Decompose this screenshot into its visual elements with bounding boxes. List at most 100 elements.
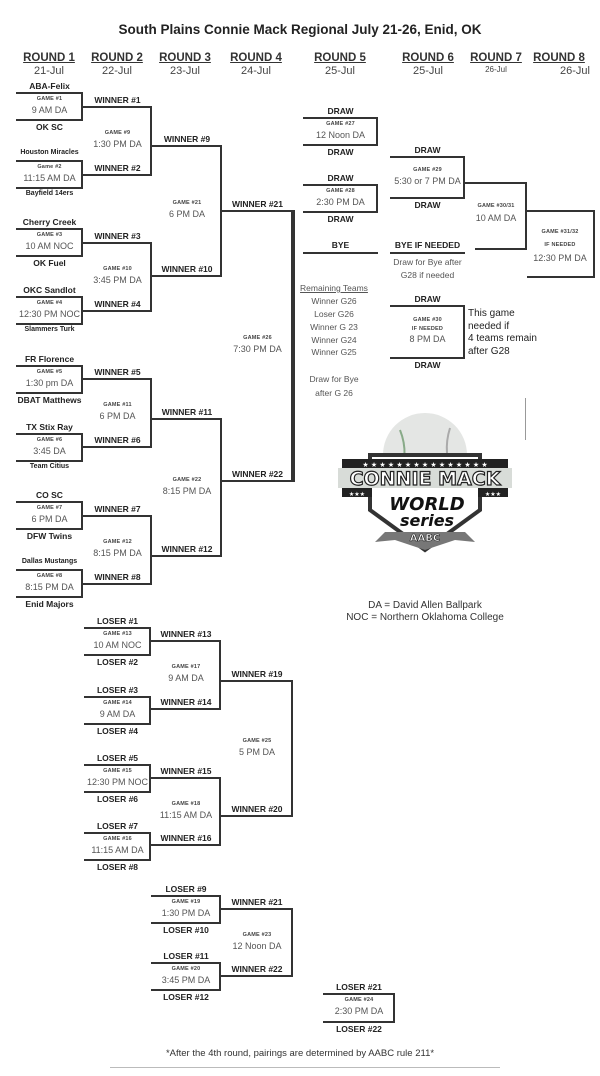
game-time: 1:30 pm DA — [25, 377, 74, 388]
game-number: GAME #25 — [242, 737, 272, 744]
matchup-bottom-line — [303, 211, 378, 213]
team-slot-top: LOSER #11 — [163, 951, 209, 961]
bye-note: Draw for Bye after — [393, 257, 462, 267]
round-name: ROUND 4 — [230, 52, 282, 64]
matchup-top-line — [390, 156, 465, 158]
divider — [525, 398, 526, 440]
game-time: 12:30 PM NOC — [18, 308, 81, 319]
matchup-top-line — [83, 515, 152, 517]
matchup-connector — [219, 962, 221, 991]
star-strip — [342, 459, 508, 468]
matchup-bottom-line — [84, 723, 151, 725]
team-slot-top: LOSER #3 — [96, 685, 139, 695]
matchup-bottom-line — [83, 446, 152, 448]
team-slot-top: WINNER #1 — [94, 95, 141, 105]
stars-icon: ★★★ — [485, 491, 501, 498]
game-number: GAME #17 — [171, 664, 201, 670]
team-slot-top: WINNER #5 — [94, 367, 141, 377]
matchup-bottom-line — [221, 975, 293, 977]
matchup-top-line — [16, 365, 83, 367]
team-slot-top: OKC Sandlot — [23, 285, 76, 295]
team-slot-top: Houston Miracles — [20, 149, 79, 156]
round-name: ROUND 3 — [159, 52, 211, 64]
bracket-line — [525, 182, 527, 250]
round-date: 21-Jul — [34, 65, 64, 77]
round-name: ROUND 1 — [23, 52, 75, 64]
team-slot-bottom: LOSER #10 — [163, 925, 209, 935]
game-number: GAME #26 — [243, 335, 272, 341]
note-line: 4 teams remain — [468, 333, 537, 344]
game-time: 10 AM NOC — [25, 240, 74, 251]
game-time: 12:30 PM DA — [533, 253, 587, 263]
bracket-line — [293, 210, 295, 482]
team-slot-bottom: WINNER #12 — [161, 544, 213, 554]
legend-da: DA = David Allen Ballpark — [368, 600, 482, 611]
team-slot-top: WINNER #7 — [94, 504, 141, 514]
game-time: 6 PM DA — [31, 513, 68, 524]
matchup-bottom-line — [390, 357, 465, 359]
game-time: 3:45 PM DA — [93, 275, 142, 285]
matchup-connector — [463, 156, 465, 199]
team-slot-top: WINNER #21 — [231, 897, 283, 907]
matchup-connector — [81, 92, 83, 121]
round-name: ROUND 7 — [470, 52, 522, 64]
game-number: GAME #10 — [103, 266, 132, 272]
team-slot-bottom: Bayfield 14ers — [25, 190, 74, 197]
team-slot-top: WINNER #3 — [94, 231, 141, 241]
team-slot-bottom: WINNER #22 — [231, 964, 283, 974]
game-time: 9 AM DA — [168, 673, 204, 683]
team-slot-bottom: WINNER #2 — [94, 163, 141, 173]
matchup-bottom-line — [16, 596, 83, 598]
matchup-connector — [291, 680, 293, 817]
team-slot-top: LOSER #9 — [165, 884, 207, 894]
footer-note: *After the 4th round, pairings are deter… — [165, 1048, 435, 1059]
game-number: GAME #12 — [103, 539, 132, 545]
game-time: 3:45 PM DA — [161, 974, 211, 985]
matchup-top-line — [151, 777, 221, 779]
game-time: 8 PM DA — [409, 334, 446, 344]
game-time: 9 AM DA — [31, 104, 68, 115]
matchup-bottom-line — [84, 859, 151, 861]
team-slot-bottom: LOSER #4 — [96, 726, 139, 736]
team-slot-top: LOSER #7 — [96, 821, 139, 831]
team-slot-bottom: LOSER #8 — [96, 862, 139, 872]
note-line: This game — [468, 308, 515, 319]
game-time: 8:15 PM DA — [93, 548, 142, 558]
game-time: 11:15 AM DA — [91, 844, 144, 855]
round-date: 25-Jul — [413, 65, 443, 77]
star-strip — [478, 488, 508, 497]
matchup-connector — [150, 106, 152, 176]
team-slot-bottom: DRAW — [327, 147, 354, 157]
game-number: GAME #1 — [36, 95, 63, 102]
logo-badge: AABC — [410, 533, 440, 544]
matchup-connector — [149, 832, 151, 861]
matchup-bottom-line — [390, 197, 465, 199]
bracket-line — [593, 210, 595, 278]
matchup-top-line — [151, 962, 221, 964]
stars-icon: ★ ★ ★ ★ ★ ★ ★ ★ ★ ★ ★ ★ ★ ★ ★ — [362, 461, 487, 469]
matchup-bottom-line — [151, 922, 221, 924]
draw-for-bye-note: Draw for Bye — [309, 374, 359, 384]
matchup-top-line — [221, 680, 293, 682]
game-time: 10 AM DA — [475, 213, 517, 223]
logo-title: CONNIE MACK — [350, 468, 502, 490]
matchup-top-line — [221, 908, 293, 910]
matchup-top-line — [16, 92, 83, 94]
matchup-bottom-line — [16, 460, 83, 462]
team-slot-bottom: WINNER #8 — [94, 572, 141, 582]
team-slot-bottom: DRAW — [327, 214, 354, 224]
team-slot-top: WINNER #9 — [163, 134, 211, 144]
matchup-connector — [219, 777, 221, 846]
game-number: GAME #11 — [103, 402, 132, 408]
game-time: 1:30 PM DA — [93, 139, 142, 149]
game-number: GAME #3 — [36, 231, 63, 238]
draw-for-bye-note: after G 26 — [315, 388, 353, 398]
matchup-top-line — [16, 296, 83, 298]
team-slot-top: LOSER #5 — [96, 753, 139, 763]
team-slot-top: FR Florence — [24, 354, 75, 364]
round-date: 26-Jul — [485, 65, 507, 74]
matchup-bottom-line — [152, 555, 222, 557]
